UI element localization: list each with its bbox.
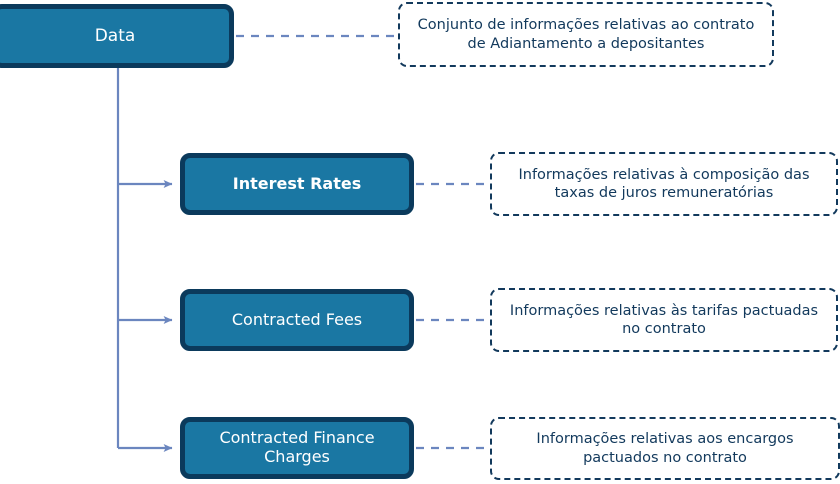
annotation-interest-rates-text: Informações relativas à composição das t…: [518, 166, 810, 201]
annotation-interest-rates: Informações relativas à composição das t…: [490, 152, 838, 216]
annotation-contracted-finance-charges-text: Informações relativas aos encargos pactu…: [536, 431, 794, 466]
annotation-data: Conjunto de informações relativas ao con…: [398, 2, 774, 67]
node-data-label: Data: [94, 25, 136, 46]
annotation-contracted-fees-text: Informações relativas às tarifas pactuad…: [509, 302, 819, 337]
node-interest-rates[interactable]: Interest Rates: [180, 153, 414, 215]
annotation-contracted-fees: Informações relativas às tarifas pactuad…: [490, 288, 838, 352]
node-data[interactable]: Data: [0, 4, 234, 68]
node-contracted-fees[interactable]: Contracted Fees: [180, 289, 414, 351]
annotation-data-text: Conjunto de informações relativas ao con…: [417, 17, 755, 52]
annotation-contracted-finance-charges: Informações relativas aos encargos pactu…: [490, 417, 840, 480]
node-interest-rates-label: Interest Rates: [232, 173, 362, 193]
node-contracted-finance-charges-label: Contracted Finance Charges: [219, 428, 375, 466]
node-contracted-finance-charges[interactable]: Contracted Finance Charges: [180, 417, 414, 479]
node-contracted-fees-label: Contracted Fees: [231, 309, 363, 329]
